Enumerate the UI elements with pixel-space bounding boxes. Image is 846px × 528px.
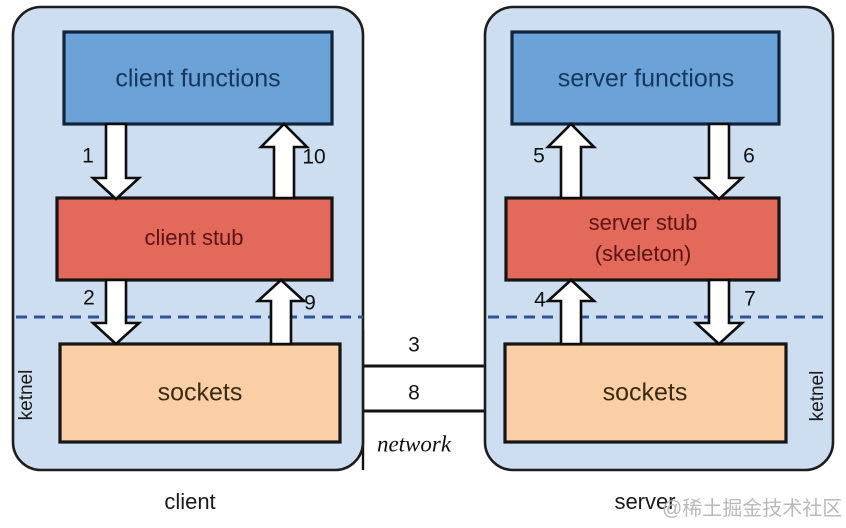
client-functions-rect [62,30,334,126]
server-sockets-rect [503,342,788,444]
arrow-step-2: 2 [83,278,143,346]
server-kernel-label: ketnel [807,371,828,422]
arrow-step-4: 4 [534,278,598,346]
client-panel[interactable]: ketnel client functions client stub sock… [11,5,365,514]
client-stub-rect [55,196,334,282]
server-stub-box[interactable]: server stub (skeleton) [504,196,781,282]
step-label-7: 7 [744,288,756,311]
arrow-9-shape [254,278,308,346]
network-label: network [377,431,452,456]
arrow-4-shape [544,278,598,346]
arrow-step-5: 5 [533,122,598,200]
step-label-3: 3 [408,334,420,357]
client-functions-box[interactable]: client functions [62,30,334,126]
arrow-1-shape [89,122,143,201]
client-functions-label: client functions [115,65,280,93]
step-label-10: 10 [302,146,325,169]
arrow-step-9: 9 [254,278,316,346]
server-sockets-box[interactable]: sockets [503,342,788,444]
server-stub-label-line2: (skeleton) [595,241,692,266]
client-stub-label: client stub [144,225,243,250]
client-kernel-label: ketnel [16,370,37,421]
client-caption: client [164,489,215,514]
server-stub-label-line1: server stub [589,210,698,235]
arrow-10-shape [257,122,311,200]
step-label-2: 2 [83,287,95,310]
step-label-5: 5 [533,145,545,168]
arrow-6-shape [692,122,746,201]
client-sockets-rect [58,342,342,444]
server-functions-box[interactable]: server functions [510,30,781,126]
step-label-8: 8 [408,382,420,405]
step-label-1: 1 [82,145,94,168]
step-label-6: 6 [743,145,755,168]
server-caption: server [614,489,675,514]
server-sockets-label: sockets [603,379,688,407]
arrow-step-7: 7 [692,278,756,346]
server-panel[interactable]: ketnel server functions server stub (ske… [483,5,835,514]
arrow-5-shape [544,122,598,200]
arrow-step-1: 1 [82,122,143,201]
arrow-step-6: 6 [692,122,755,201]
server-functions-label: server functions [558,65,734,93]
client-stub-box[interactable]: client stub [55,196,334,282]
arrow-7-shape [692,278,746,346]
server-functions-rect [510,30,781,126]
client-sockets-box[interactable]: sockets [58,342,342,444]
server-stub-rect [504,196,781,282]
arrow-2-shape [89,278,143,346]
arrow-step-10: 10 [257,122,326,200]
step-label-4: 4 [534,289,546,312]
step-label-9: 9 [304,292,316,315]
client-sockets-label: sockets [158,379,243,407]
